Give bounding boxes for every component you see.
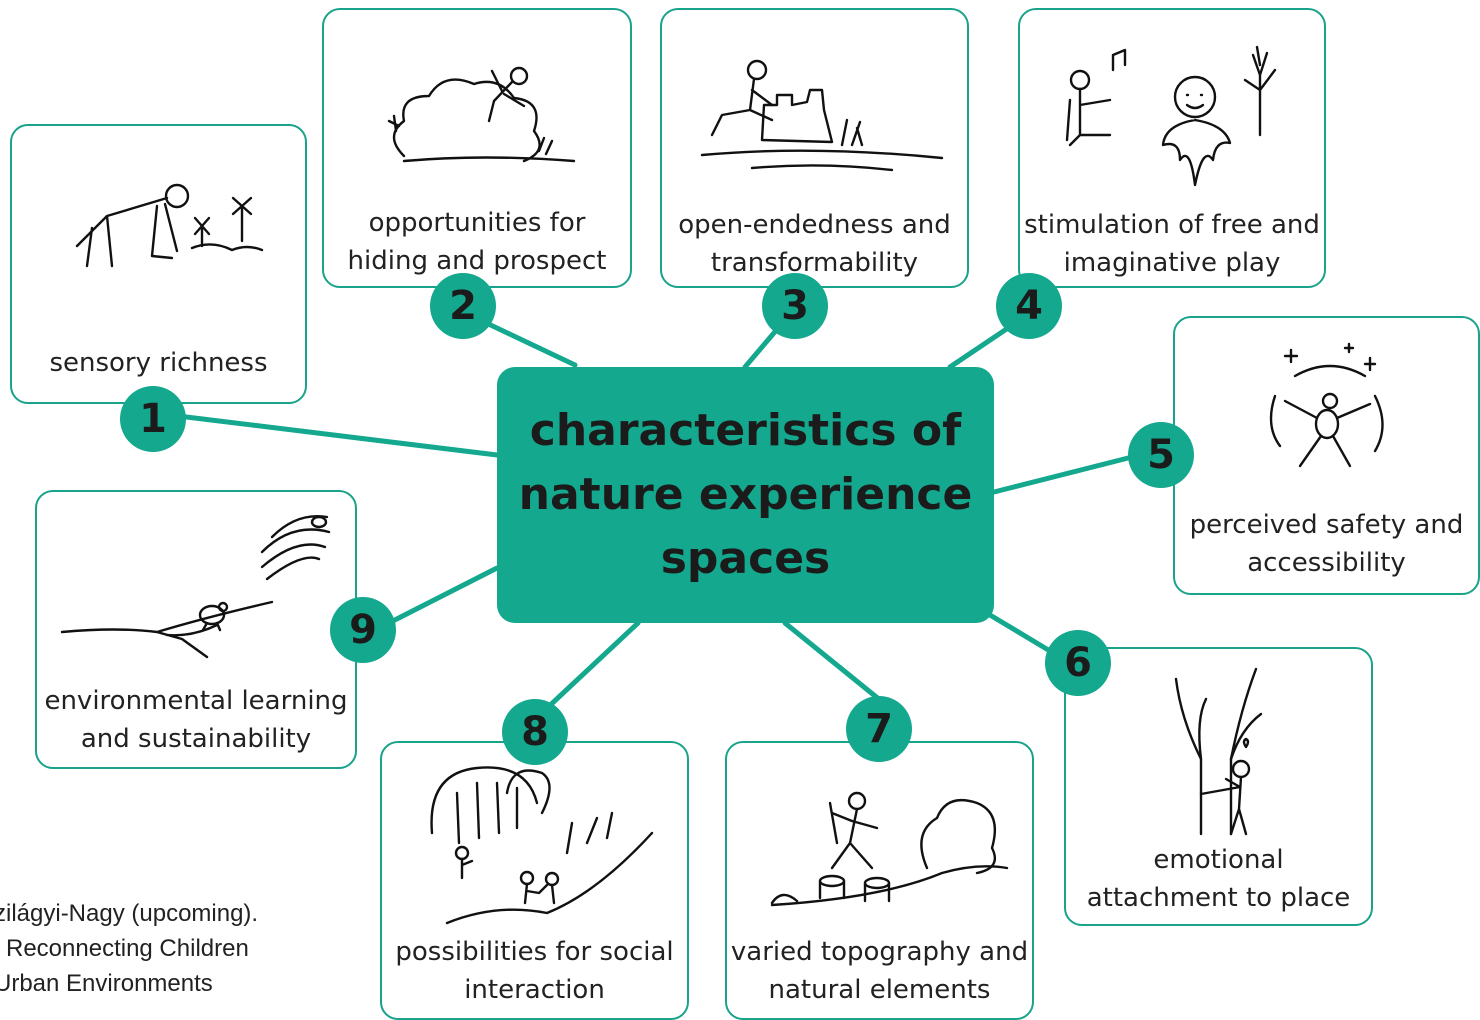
badge-7: 7	[846, 696, 912, 762]
citation-line-3: Urban Environments	[0, 970, 213, 997]
badge-9: 9	[330, 597, 396, 663]
card-hiding-and-prospect: opportunities for hiding and prospect	[322, 8, 632, 288]
connector-9	[382, 565, 500, 628]
connector-5	[991, 452, 1143, 495]
card-imaginative-play: stimulation of free and imaginative play	[1018, 8, 1326, 288]
label-varied-topography: varied topography and natural elements	[730, 937, 1029, 1005]
label-imaginative-play: stimulation of free and imaginative play	[1024, 210, 1320, 278]
label-environmental-learning: environmental learning and sustainabilit…	[44, 686, 348, 754]
label-safety-accessibility: perceived safety and accessibility	[1189, 510, 1464, 578]
label-social-interaction: possibilities for social interaction	[395, 937, 674, 1005]
connector-7	[782, 620, 883, 703]
connector-2	[477, 317, 578, 368]
snow-angel-sketch	[1269, 342, 1384, 468]
badge-1: 1	[120, 386, 186, 452]
child-in-bush-sketch	[387, 66, 576, 163]
insect-on-branch-sketch	[60, 515, 331, 659]
card-sensory-richness: sensory richness	[10, 124, 307, 404]
card-varied-topography: varied topography and natural elements	[725, 741, 1034, 1020]
badge-8: 8	[502, 699, 568, 765]
card-safety-accessibility: perceived safety and accessibility	[1173, 316, 1480, 595]
crawling-child-sketch	[75, 183, 264, 268]
stepping-stumps-sketch	[770, 791, 1009, 907]
badge-4: 4	[996, 273, 1062, 339]
card-environmental-learning: environmental learning and sustainabilit…	[35, 490, 357, 769]
badge-2: 2	[430, 273, 496, 339]
children-on-hill-sketch	[430, 766, 654, 925]
card-open-endedness: open-endedness and transformability	[660, 8, 969, 288]
connector-1	[167, 412, 500, 458]
card-social-interaction: possibilities for social interaction	[380, 741, 689, 1020]
label-hiding-and-prospect: opportunities for hiding and prospect	[347, 208, 607, 276]
badge-3: 3	[762, 273, 828, 339]
sandcastle-sketch	[700, 59, 944, 172]
badge-5: 5	[1128, 422, 1194, 488]
citation: zilágyi-Nagy (upcoming). Reconnecting Ch…	[0, 896, 314, 1001]
badge-6: 6	[1045, 630, 1111, 696]
card-emotional-attachment: emotional attachment to place	[1064, 647, 1373, 926]
citation-line-2: Reconnecting Children	[6, 935, 249, 962]
label-emotional-attachment: emotional attachment to place	[1086, 845, 1351, 913]
label-open-endedness: open-endedness and transformability	[678, 210, 951, 278]
imaginary-plant-friend-sketch	[1065, 45, 1277, 187]
label-sensory-richness: sensory richness	[49, 348, 268, 378]
hugging-tree-sketch	[1174, 667, 1263, 836]
connector-8	[542, 620, 641, 713]
citation-line-1: zilágyi-Nagy (upcoming).	[0, 900, 259, 927]
central-topic: characteristics of nature experience spa…	[497, 367, 994, 623]
